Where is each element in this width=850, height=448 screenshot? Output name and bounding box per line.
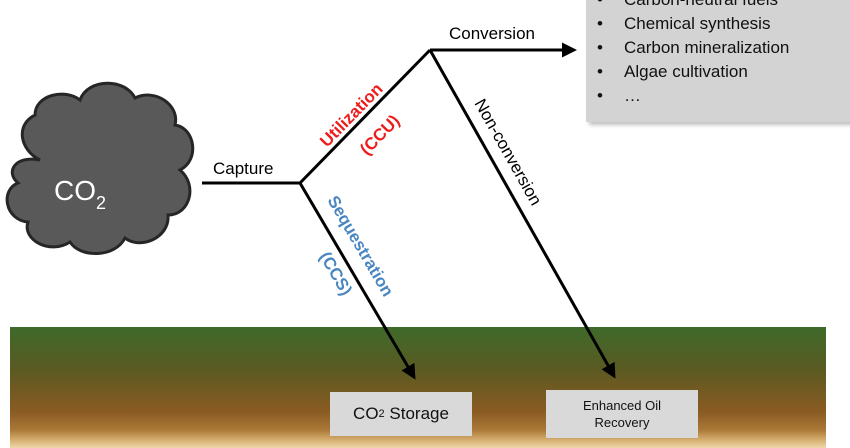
- flow-lines: [202, 42, 616, 380]
- conversion-options-box: Carbon-neutral fuels Chemical synthesis …: [586, 0, 850, 122]
- conversion-label: Conversion: [449, 24, 535, 43]
- conversion-options-list: Carbon-neutral fuels Chemical synthesis …: [586, 0, 850, 108]
- utilization-line: [298, 48, 432, 185]
- sequestration-arrow: [298, 182, 416, 380]
- non-conversion-arrow: [428, 49, 616, 379]
- conversion-option: Carbon mineralization: [586, 36, 850, 60]
- conversion-option: Algae cultivation: [586, 60, 850, 84]
- non-conversion-label: Non-conversion: [471, 96, 546, 209]
- cloud-label: CO2: [54, 175, 106, 213]
- co2-cloud: CO2: [5, 81, 195, 255]
- capture-label: Capture: [213, 159, 273, 178]
- conversion-option: Carbon-neutral fuels: [586, 0, 850, 12]
- ccs-label: (CCS): [316, 248, 356, 298]
- conversion-option: Chemical synthesis: [586, 12, 850, 36]
- conversion-option: …: [586, 84, 850, 108]
